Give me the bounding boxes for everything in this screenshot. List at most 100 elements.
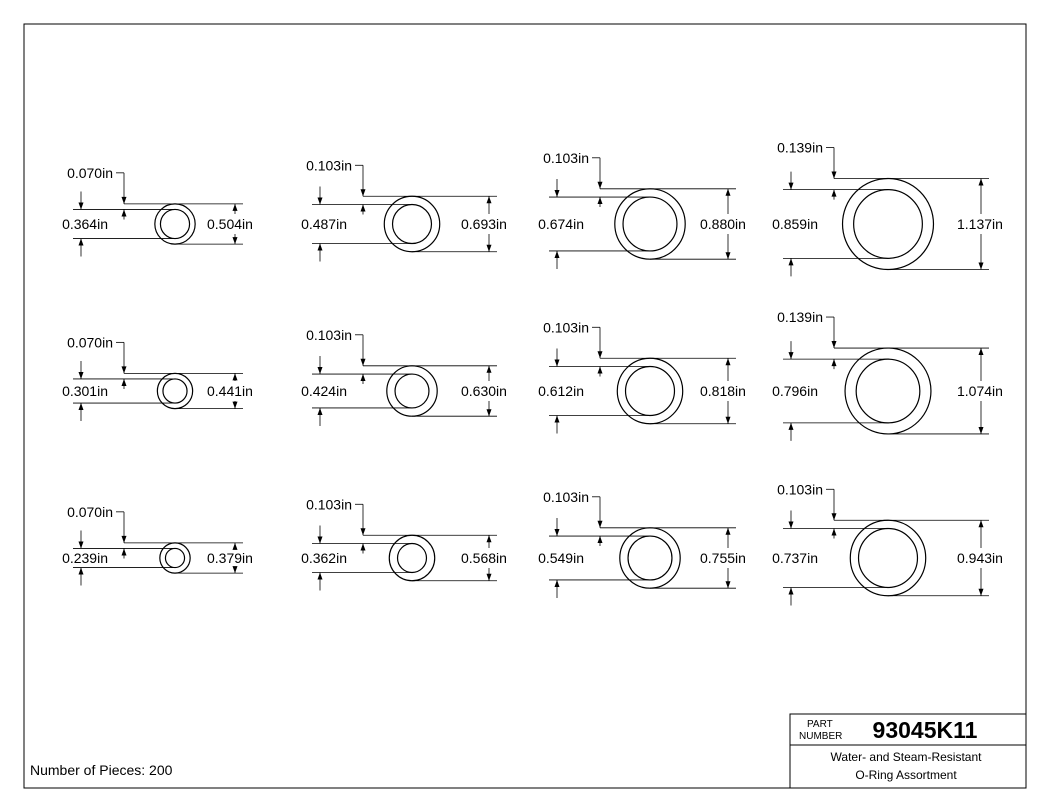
od-arrow-head [978,588,984,596]
id-arrow-head [554,579,560,587]
o-ring-inner-circle [853,189,923,259]
description-line2: O-Ring Assortment [855,768,957,782]
id-arrow-head [317,197,323,205]
o-ring-outer-circle [386,365,438,417]
od-arrow-head [725,358,731,366]
id-arrow-head [554,190,560,198]
inner-diameter-label: 0.859in [772,216,818,232]
od-arrow-head [725,527,731,535]
id-arrow-head [554,415,560,423]
cross-section-label: 0.103in [777,481,823,497]
inner-diameter-label: 0.674in [538,216,584,232]
o-ring-outer-circle [388,534,436,582]
od-arrow-head [232,203,238,211]
cs-arrow-head [597,181,603,189]
o-ring-outer-circle [159,542,191,574]
cs-arrow-head [831,513,837,521]
o-ring-inner-circle [162,378,188,404]
o-ring-outer-circle [616,357,684,425]
o-ring-view: 0.943in 0.737in 0.103in [772,481,1003,606]
id-arrow-head [317,407,323,415]
od-arrow-head [725,188,731,196]
cs-arrow-head [597,520,603,528]
id-arrow-head [78,238,84,246]
od-arrow-head [232,542,238,550]
pieces-note: Number of Pieces: 200 [30,762,173,778]
o-ring-outer-circle [849,519,927,597]
o-ring-inner-circle [857,527,919,589]
o-ring-inner-circle [855,358,921,424]
id-arrow-head [788,422,794,430]
outer-diameter-label: 0.943in [957,550,1003,566]
inner-diameter-label: 0.424in [301,383,347,399]
cross-section-label: 0.103in [306,327,352,343]
o-ring-inner-circle [622,196,678,252]
cs-arrow-head [831,171,837,179]
o-ring-inner-circle [159,208,191,240]
id-arrow-head [317,243,323,251]
cross-section-label: 0.103in [306,496,352,512]
cross-section-label: 0.139in [777,309,823,325]
outer-diameter-label: 0.379in [207,550,253,566]
od-arrow-head [978,426,984,434]
outer-diameter-label: 0.693in [461,216,507,232]
cs-arrow-head [121,366,127,374]
inner-diameter-label: 0.796in [772,383,818,399]
o-ring-view: 0.441in 0.301in 0.070in [62,334,253,422]
cs-arrow-head [360,358,366,366]
inner-diameter-label: 0.549in [538,550,584,566]
outer-diameter-label: 0.441in [207,383,253,399]
outer-diameter-label: 0.755in [700,550,746,566]
o-ring-outer-circle [619,527,681,589]
id-arrow-head [317,572,323,580]
id-arrow-head [554,529,560,537]
part-label-line1: PART [807,719,833,730]
o-ring-outer-circle [614,188,686,260]
od-arrow-head [232,373,238,381]
cross-section-label: 0.070in [67,334,113,350]
id-arrow-head [788,182,794,190]
cs-arrow-head [597,351,603,359]
od-arrow-head [486,409,492,417]
outer-diameter-label: 0.568in [461,550,507,566]
od-arrow-head [725,581,731,589]
id-arrow-head [788,352,794,360]
id-arrow-head [788,587,794,595]
cs-arrow-head [831,341,837,349]
cross-section-label: 0.070in [67,504,113,520]
inner-diameter-label: 0.487in [301,216,347,232]
id-arrow-head [317,536,323,544]
od-arrow-head [725,416,731,424]
cross-section-label: 0.103in [543,489,589,505]
od-arrow-head [978,348,984,356]
inner-diameter-label: 0.301in [62,383,108,399]
od-arrow-head [486,244,492,252]
o-ring-outer-circle [844,347,932,435]
cs-arrow-head [360,528,366,536]
cs-arrow-head [121,196,127,204]
o-ring-view: 0.630in 0.424in 0.103in [301,327,507,426]
sheet-border [23,23,1027,789]
id-arrow-head [78,541,84,549]
id-arrow-head [554,359,560,367]
od-arrow-head [232,237,238,245]
od-arrow-head [232,401,238,409]
outer-diameter-label: 0.630in [461,383,507,399]
title-block: PART NUMBER 93045K11 Water- and Steam-Re… [789,713,1027,789]
od-arrow-head [486,535,492,543]
inner-diameter-label: 0.364in [62,216,108,232]
od-arrow-head [486,573,492,581]
part-label-line2: NUMBER [799,731,842,742]
id-arrow-head [78,202,84,210]
od-arrow-head [725,252,731,260]
inner-diameter-label: 0.737in [772,550,818,566]
id-arrow-head [317,367,323,375]
id-arrow-head [78,403,84,411]
o-ring-inner-circle [627,535,673,581]
id-arrow-head [78,567,84,575]
